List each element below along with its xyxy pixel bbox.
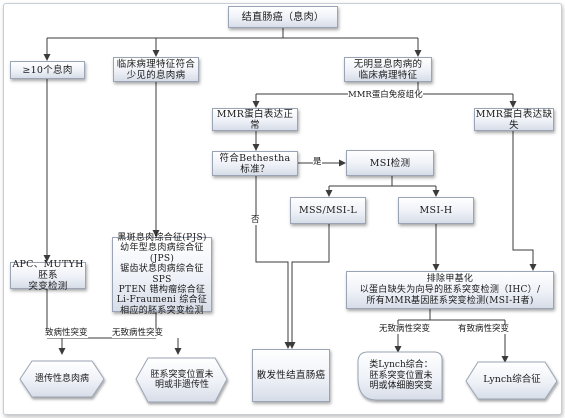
node-apc-mutyh: APC、MUTYH胚系 突变检测: [10, 259, 86, 292]
node-sporadic-crc: 散发性结直肠癌: [252, 349, 330, 402]
lynch-like-shape: [357, 351, 443, 401]
node-ge10-polyps: ≥10个息肉: [10, 61, 85, 79]
node-syndrome-list: 黑斑息肉综合征(PJS) 幼年型息肉病综合征 (JPS) 锯齿状息肉病综合征SP…: [112, 233, 212, 316]
edge-label-yes: 是: [313, 157, 322, 167]
edge-label-no: 否: [251, 215, 260, 225]
node-mss-msil: MSS/MSI-L: [290, 197, 366, 224]
hereditary-polyposis-shape: [19, 360, 105, 398]
edge-mss-sporadic: [288, 224, 330, 349]
node-mmr-loss: MMR蛋白表达缺失: [474, 108, 554, 131]
lynch-shape: [465, 361, 558, 400]
node-bethesda: 符合Bethestha 标准？: [212, 151, 298, 176]
edge-label-non-pathogenic-right: 无致病性突变: [379, 324, 431, 334]
node-root: 结直肠癌（息肉）: [228, 6, 338, 28]
edge-label-pathogenic-left: 致病性突变: [45, 328, 88, 338]
node-msi-test: MSI检测: [346, 150, 434, 176]
node-clinical-syndrome: 临床病理特征符合 少见的息肉病: [113, 57, 199, 82]
edge-bethesda-no: [255, 176, 292, 349]
node-mmr-normal: MMR蛋白表达正常: [212, 108, 298, 131]
germline-unclear-shape: [135, 357, 228, 403]
node-msih: MSI-H: [398, 197, 474, 224]
node-no-polyposis: 无明显息肉病的 临床病理特征: [344, 57, 432, 82]
edge-mmr-loss-exclude: [512, 131, 537, 271]
node-exclude-methylation: 排除甲基化 以蛋白缺失为向导的胚系突变检测（IHC）/ 所有MMR基因胚系突变检…: [346, 271, 554, 309]
edge-label-non-pathogenic-left: 无致病性突变: [112, 328, 164, 338]
edge-label-pathogenic-right: 有致病性突变: [458, 324, 510, 334]
edge-label-mmr-ihc: MMR蛋白免疫组化: [348, 90, 423, 100]
